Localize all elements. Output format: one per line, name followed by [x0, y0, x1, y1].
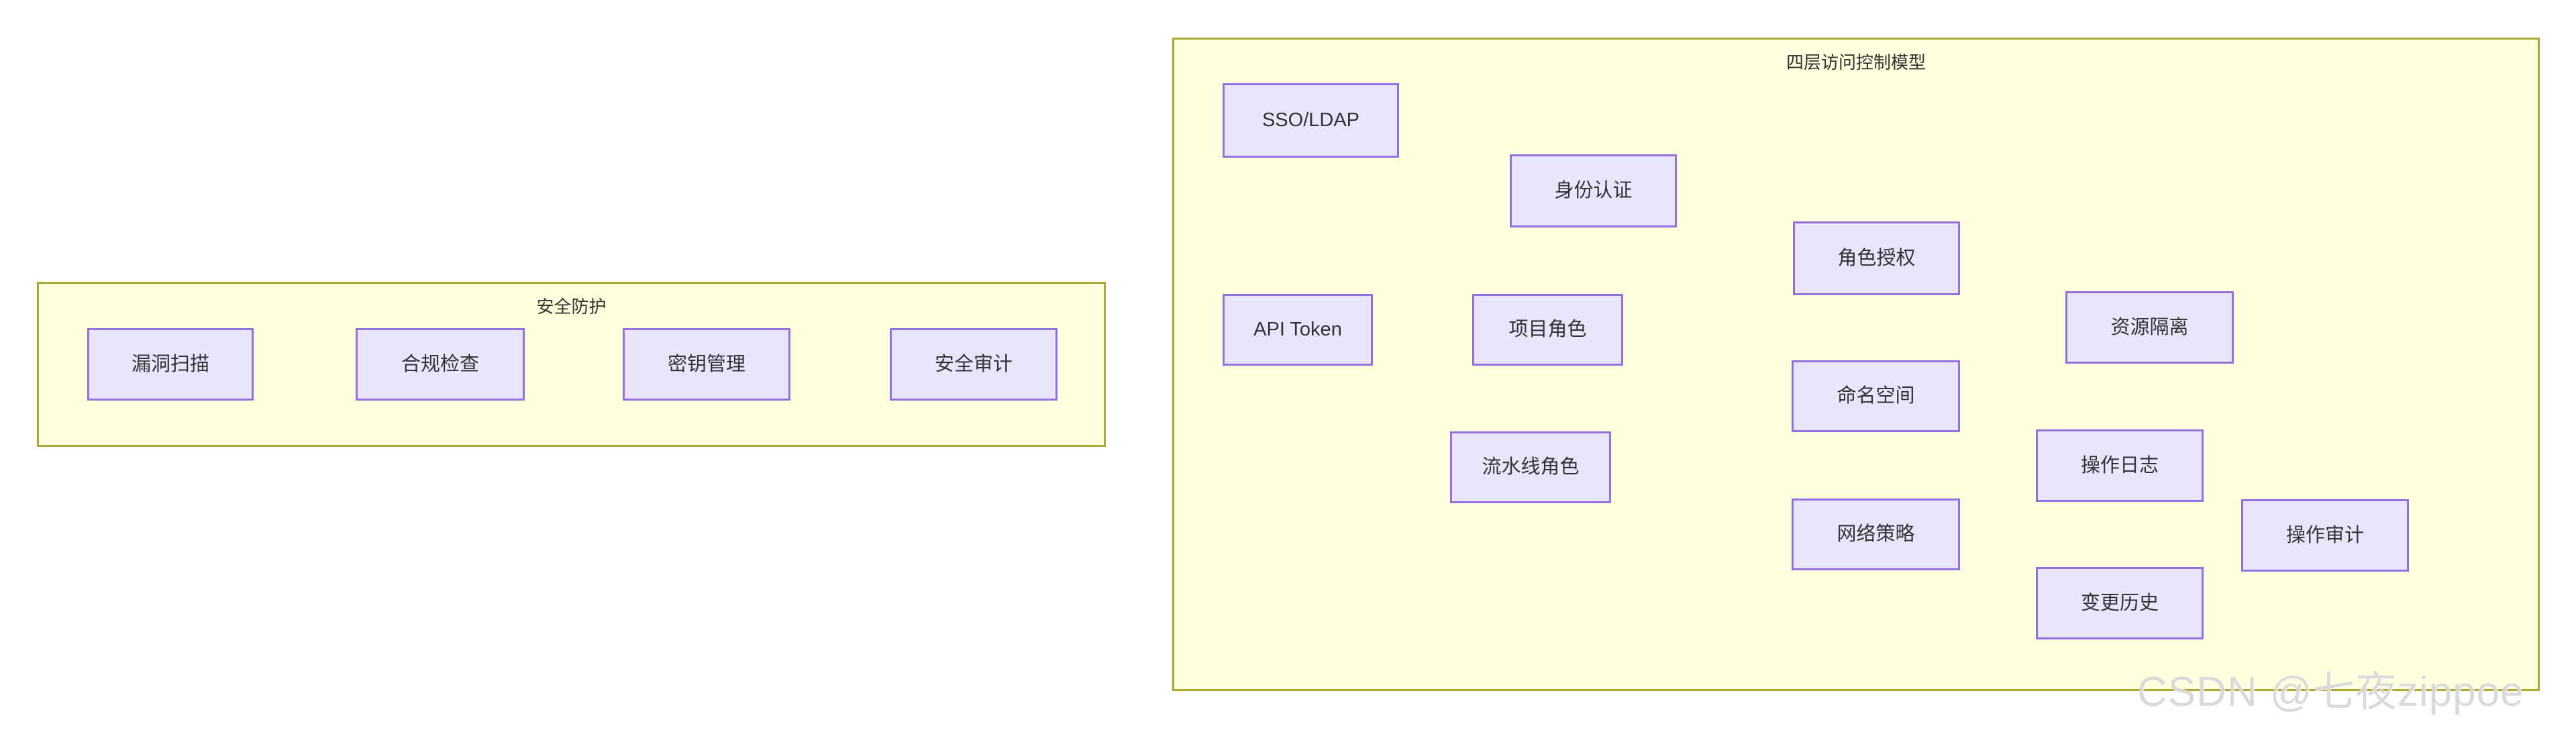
cluster-title-security-protection: 安全防护 — [536, 297, 607, 317]
node-sso-ldap[interactable]: SSO/LDAP — [1223, 83, 1399, 158]
node-security-audit[interactable]: 安全审计 — [890, 328, 1058, 401]
node-operation-log[interactable]: 操作日志 — [2036, 429, 2204, 502]
node-change-history[interactable]: 变更历史 — [2036, 567, 2204, 639]
node-identity-auth[interactable]: 身份认证 — [1510, 154, 1677, 227]
node-namespace[interactable]: 命名空间 — [1792, 360, 1960, 432]
node-role-auth[interactable]: 角色授权 — [1793, 221, 1960, 295]
node-api-token[interactable]: API Token — [1223, 294, 1373, 366]
node-resource-isolation[interactable]: 资源隔离 — [2065, 291, 2234, 364]
node-project-role[interactable]: 项目角色 — [1472, 294, 1623, 366]
node-vuln-scan[interactable]: 漏洞扫描 — [87, 328, 254, 401]
cluster-title-four-layer-access-control: 四层访问控制模型 — [1786, 52, 1926, 72]
node-compliance-check[interactable]: 合规检查 — [356, 328, 525, 401]
node-key-management[interactable]: 密钥管理 — [623, 328, 790, 401]
node-operation-audit[interactable]: 操作审计 — [2241, 499, 2409, 572]
node-network-policy[interactable]: 网络策略 — [1792, 499, 1960, 570]
watermark: CSDN @七夜zippoe — [2137, 669, 2524, 715]
node-pipeline-role[interactable]: 流水线角色 — [1450, 431, 1611, 503]
